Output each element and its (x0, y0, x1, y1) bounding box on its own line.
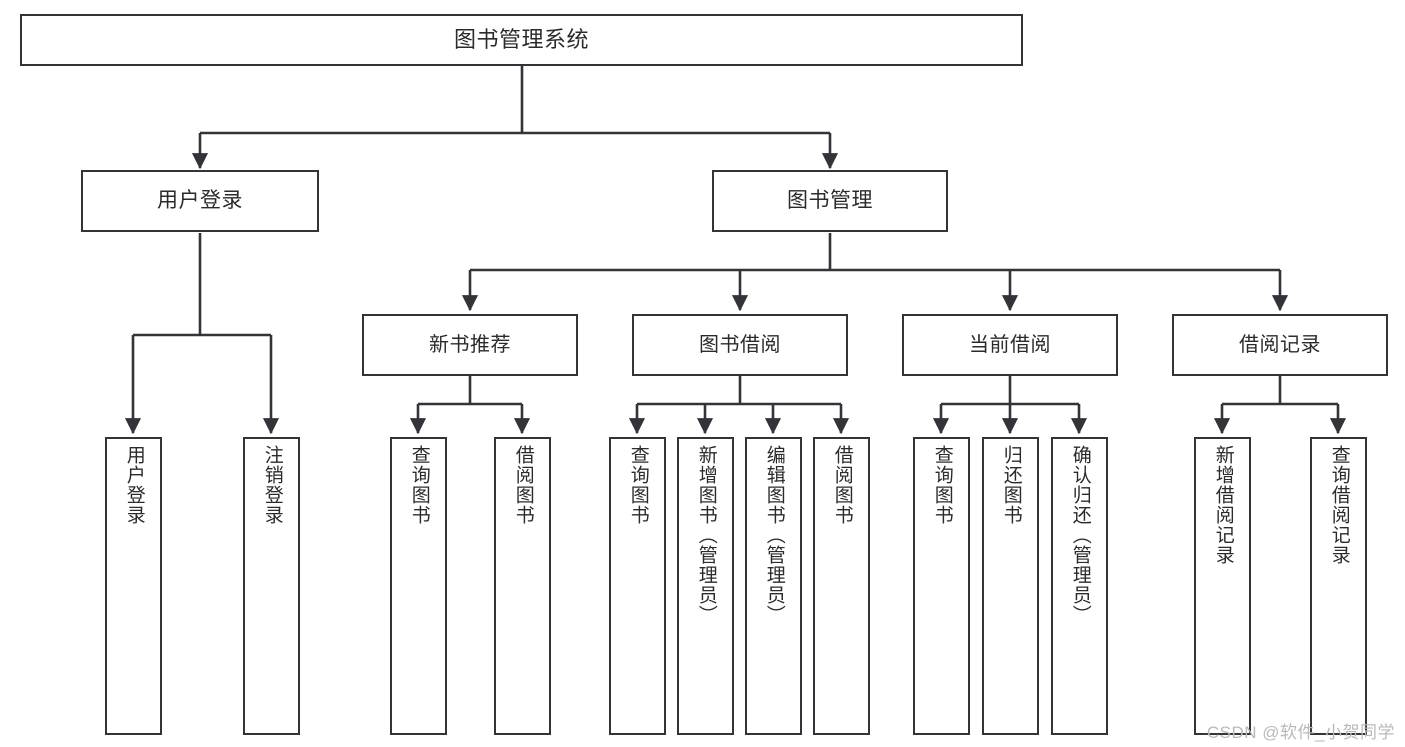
node-current-borrow[interactable]: 当前借阅 (902, 314, 1118, 376)
leaf-borrow-record-add[interactable]: 新增借阅记录 (1194, 437, 1251, 735)
node-label: 图书借阅 (699, 333, 781, 356)
node-label: 新增图书（管理员） (695, 445, 717, 625)
node-new-book-recommend[interactable]: 新书推荐 (362, 314, 578, 376)
node-label: 确认归还（管理员） (1069, 445, 1091, 625)
leaf-current-borrow-confirm-return[interactable]: 确认归还（管理员） (1051, 437, 1108, 735)
leaf-book-borrow-lend[interactable]: 借阅图书 (813, 437, 870, 735)
node-label: 当前借阅 (969, 333, 1051, 356)
node-label: 借阅记录 (1239, 333, 1321, 356)
node-label: 查询图书 (931, 445, 953, 525)
leaf-current-borrow-return[interactable]: 归还图书 (982, 437, 1039, 735)
leaf-current-borrow-query[interactable]: 查询图书 (913, 437, 970, 735)
node-label: 新书推荐 (429, 333, 511, 356)
leaf-borrow-record-query[interactable]: 查询借阅记录 (1310, 437, 1367, 735)
node-label: 新增借阅记录 (1212, 445, 1234, 565)
leaf-book-borrow-add[interactable]: 新增图书（管理员） (677, 437, 734, 735)
leaf-new-book-query[interactable]: 查询图书 (390, 437, 447, 735)
leaf-user-login-signin[interactable]: 用户登录 (105, 437, 162, 735)
node-label: 查询图书 (408, 445, 430, 525)
node-borrow-record[interactable]: 借阅记录 (1172, 314, 1388, 376)
node-label: 借阅图书 (831, 445, 853, 525)
node-label: 借阅图书 (512, 445, 534, 525)
leaf-book-borrow-query[interactable]: 查询图书 (609, 437, 666, 735)
leaf-user-login-signout[interactable]: 注销登录 (243, 437, 300, 735)
node-root-system[interactable]: 图书管理系统 (20, 14, 1023, 66)
node-label: 图书管理系统 (453, 27, 589, 53)
watermark: CSDN @软件_小贺同学 (1206, 723, 1395, 742)
node-label: 查询借阅记录 (1328, 445, 1350, 565)
node-label: 编辑图书（管理员） (763, 445, 785, 625)
node-book-borrow[interactable]: 图书借阅 (632, 314, 848, 376)
node-label: 用户登录 (157, 188, 243, 212)
node-label: 注销登录 (261, 445, 283, 525)
node-user-login[interactable]: 用户登录 (81, 170, 319, 232)
node-label: 归还图书 (1000, 445, 1022, 525)
node-label: 用户登录 (123, 445, 145, 525)
node-label: 查询图书 (627, 445, 649, 525)
leaf-book-borrow-edit[interactable]: 编辑图书（管理员） (745, 437, 802, 735)
leaf-new-book-borrow[interactable]: 借阅图书 (494, 437, 551, 735)
node-label: 图书管理 (787, 188, 873, 212)
node-book-management[interactable]: 图书管理 (712, 170, 948, 232)
